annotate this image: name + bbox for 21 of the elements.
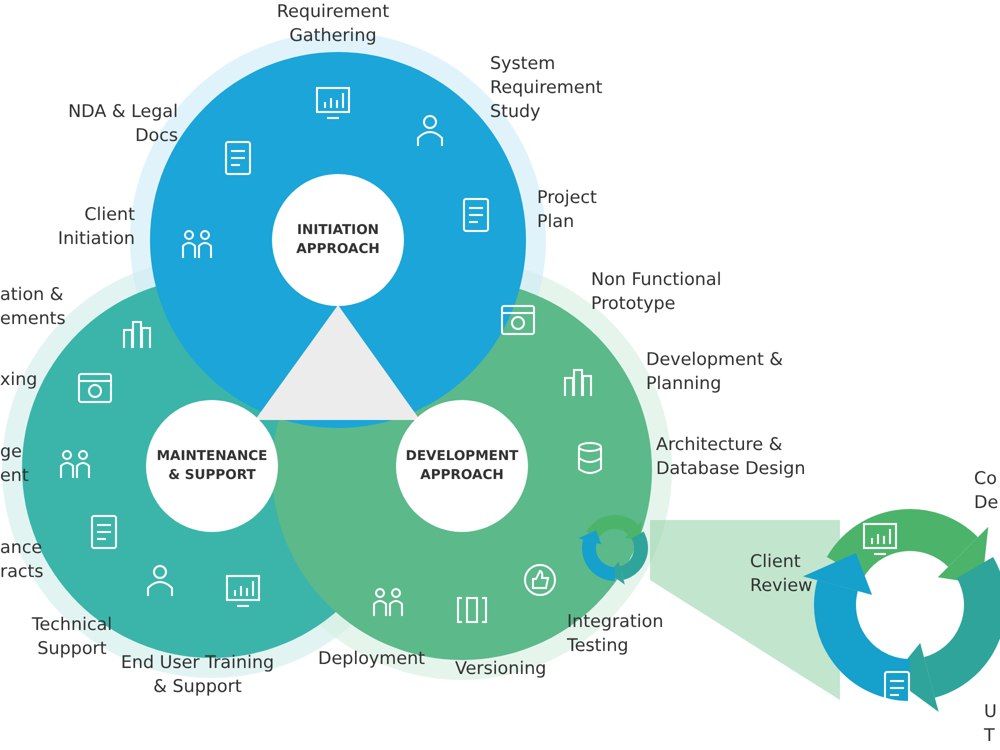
step-label: Non Functional Prototype	[591, 269, 722, 316]
step-label: End User Training & Support	[120, 652, 276, 699]
step-label: Versioning	[455, 658, 548, 681]
step-label: Architecture & Database Design	[656, 434, 806, 481]
step-label: System Requirement Study	[490, 53, 604, 124]
step-label: Technical Support	[30, 614, 114, 661]
step-label: Project Plan	[537, 187, 598, 234]
step-label: ation & ements	[0, 284, 67, 331]
step-label: Requirement Gathering	[276, 1, 390, 48]
circle-title: INITIATION APPROACH	[295, 221, 381, 259]
step-label: Co De	[974, 468, 1000, 515]
step-label: Client Review	[750, 551, 814, 598]
step-label: U T	[984, 701, 998, 748]
step-label: xing	[0, 369, 38, 392]
circle-title: DEVELOPMENT APPROACH	[404, 447, 520, 485]
step-label: Deployment	[318, 648, 426, 671]
circle-title: MAINTENANCE & SUPPORT	[156, 447, 268, 485]
step-label: ance racts	[0, 537, 45, 584]
step-label: Development & Planning	[646, 349, 784, 396]
step-label: NDA & Legal Docs	[68, 101, 178, 148]
step-label: Client Initiation	[56, 204, 135, 251]
